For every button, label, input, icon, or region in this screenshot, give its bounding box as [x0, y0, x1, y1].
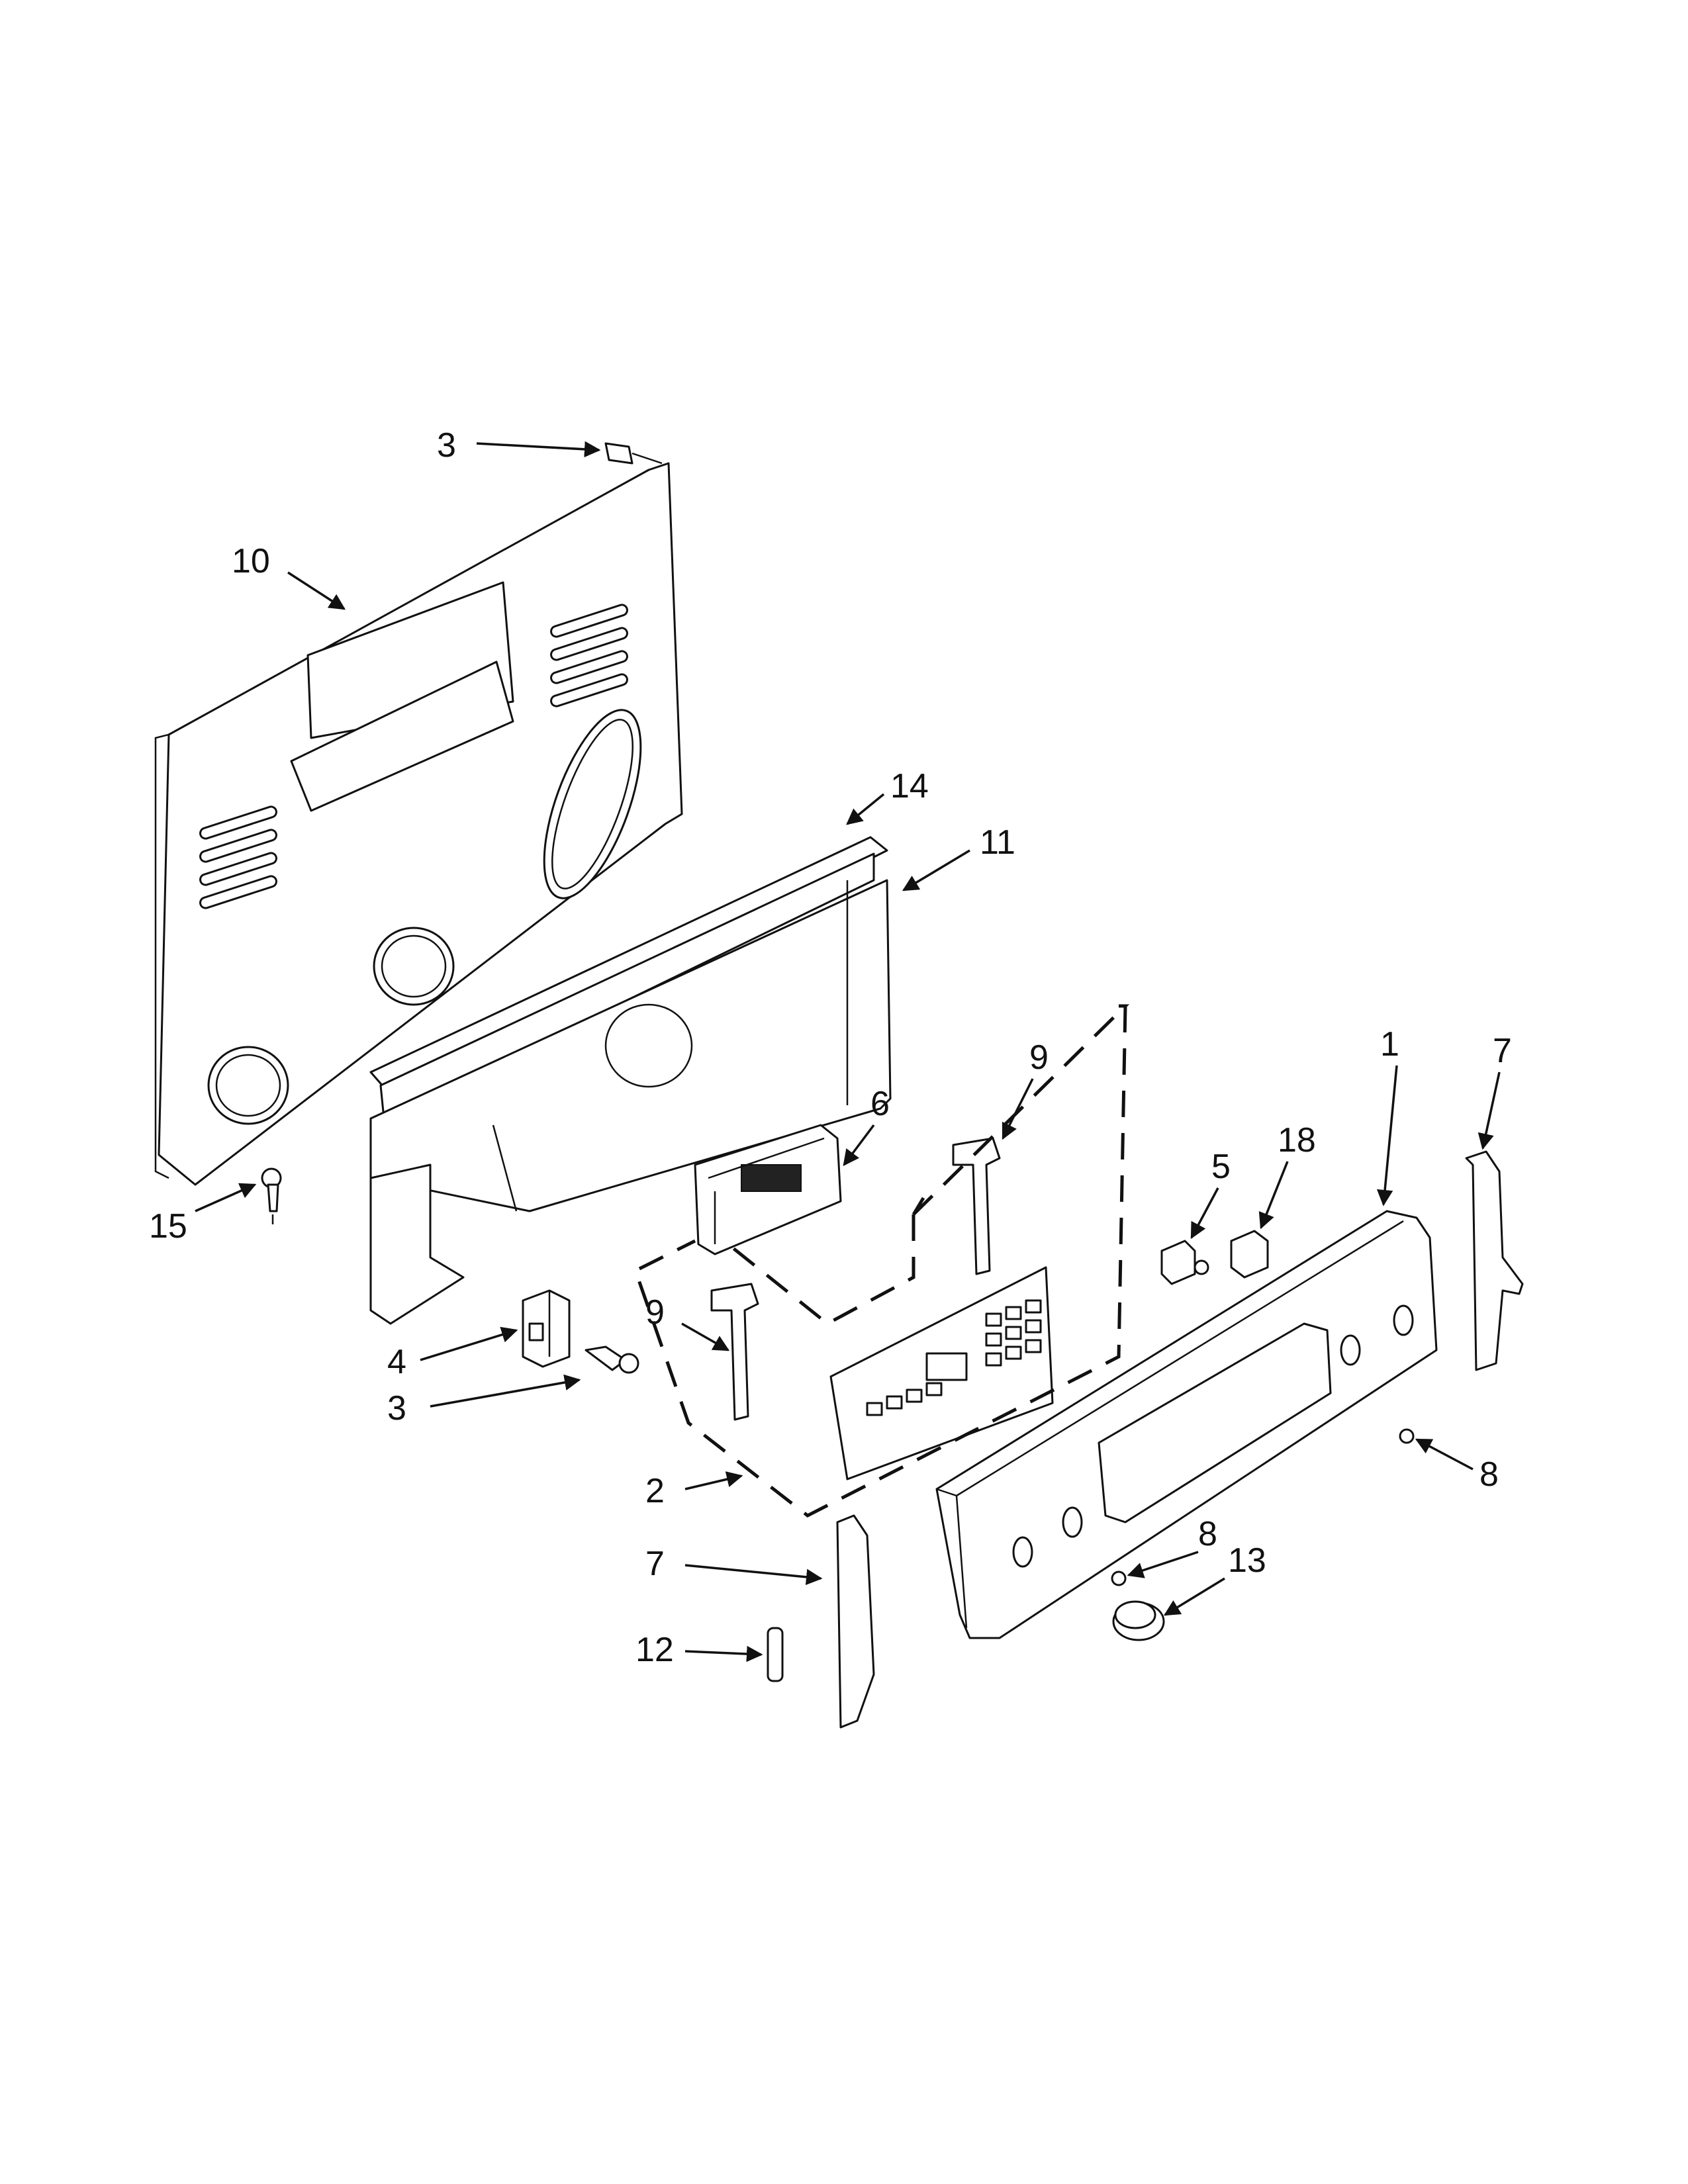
callout-12: 12 [635, 1631, 763, 1669]
callout-13: 13 [1163, 1541, 1266, 1616]
callout-8-lower: 8 [1127, 1515, 1217, 1578]
infinite-switch-part-4 [522, 1289, 571, 1368]
callout-1: 1 [1376, 1025, 1399, 1206]
svg-text:8: 8 [1198, 1515, 1217, 1553]
clip-part-12 [767, 1627, 784, 1682]
callout-11: 11 [902, 823, 1015, 891]
svg-text:7: 7 [1493, 1032, 1512, 1070]
svg-text:14: 14 [890, 767, 929, 805]
svg-text:11: 11 [980, 823, 1015, 862]
callout-18: 18 [1258, 1121, 1316, 1230]
callout-5: 5 [1190, 1148, 1231, 1240]
vent-slots-right [550, 604, 628, 707]
callout-6: 6 [843, 1085, 890, 1166]
end-cap-part-7-right [1465, 1150, 1524, 1371]
svg-text:7: 7 [645, 1545, 665, 1583]
callout-7-left: 7 [645, 1545, 823, 1586]
screw-part-3-top [604, 442, 663, 465]
svg-text:10: 10 [232, 542, 270, 580]
callout-7-right: 7 [1477, 1032, 1512, 1150]
callout-2: 2 [645, 1471, 743, 1510]
svg-text:9: 9 [1029, 1038, 1049, 1077]
callout-14: 14 [846, 767, 929, 825]
svg-text:4: 4 [387, 1343, 406, 1381]
svg-text:5: 5 [1211, 1148, 1231, 1186]
control-panel-part-2 [829, 1266, 1054, 1480]
svg-text:8: 8 [1479, 1455, 1499, 1494]
callout-10: 10 [232, 542, 346, 610]
svg-text:13: 13 [1228, 1541, 1266, 1580]
callout-8-right: 8 [1415, 1438, 1499, 1494]
assembly-dashed-lines [633, 1004, 1130, 1518]
callout-9-lower: 9 [645, 1293, 730, 1351]
svg-text:6: 6 [870, 1085, 890, 1123]
control-box-part-11-14 [369, 836, 892, 1325]
end-cap-part-7-left [836, 1514, 875, 1729]
screw-part-8-lower [1111, 1570, 1127, 1586]
callout-9-upper: 9 [1002, 1038, 1049, 1140]
svg-text:15: 15 [149, 1207, 187, 1246]
relay-part-18 [1230, 1230, 1269, 1279]
svg-text:12: 12 [635, 1631, 674, 1669]
knob-holes [1012, 1304, 1414, 1568]
knob-part-13 [1112, 1600, 1165, 1641]
callout-4: 4 [387, 1326, 518, 1381]
bracket-part-9-upper [952, 1137, 1001, 1275]
switch-part-5 [1160, 1240, 1209, 1285]
screw-part-8-right [1399, 1428, 1415, 1444]
callout-3-lower: 3 [387, 1374, 581, 1428]
svg-text:1: 1 [1380, 1025, 1399, 1064]
svg-text:18: 18 [1278, 1121, 1316, 1160]
callout-15: 15 [149, 1183, 257, 1246]
svg-text:3: 3 [387, 1389, 406, 1428]
keypad-buttons [866, 1299, 1042, 1416]
rear-panel-part-10 [154, 462, 683, 1186]
bracket-part-9-lower [710, 1283, 759, 1421]
screw-part-3-lower [585, 1345, 639, 1374]
electronic-control-part-6 [694, 1124, 842, 1255]
callout-3-top: 3 [437, 426, 601, 465]
svg-text:9: 9 [645, 1293, 665, 1332]
console-part-1 [935, 1210, 1438, 1639]
vent-slots-left [199, 805, 277, 909]
svg-text:3: 3 [437, 426, 456, 465]
screw-part-15 [261, 1167, 282, 1224]
svg-text:2: 2 [645, 1472, 665, 1510]
